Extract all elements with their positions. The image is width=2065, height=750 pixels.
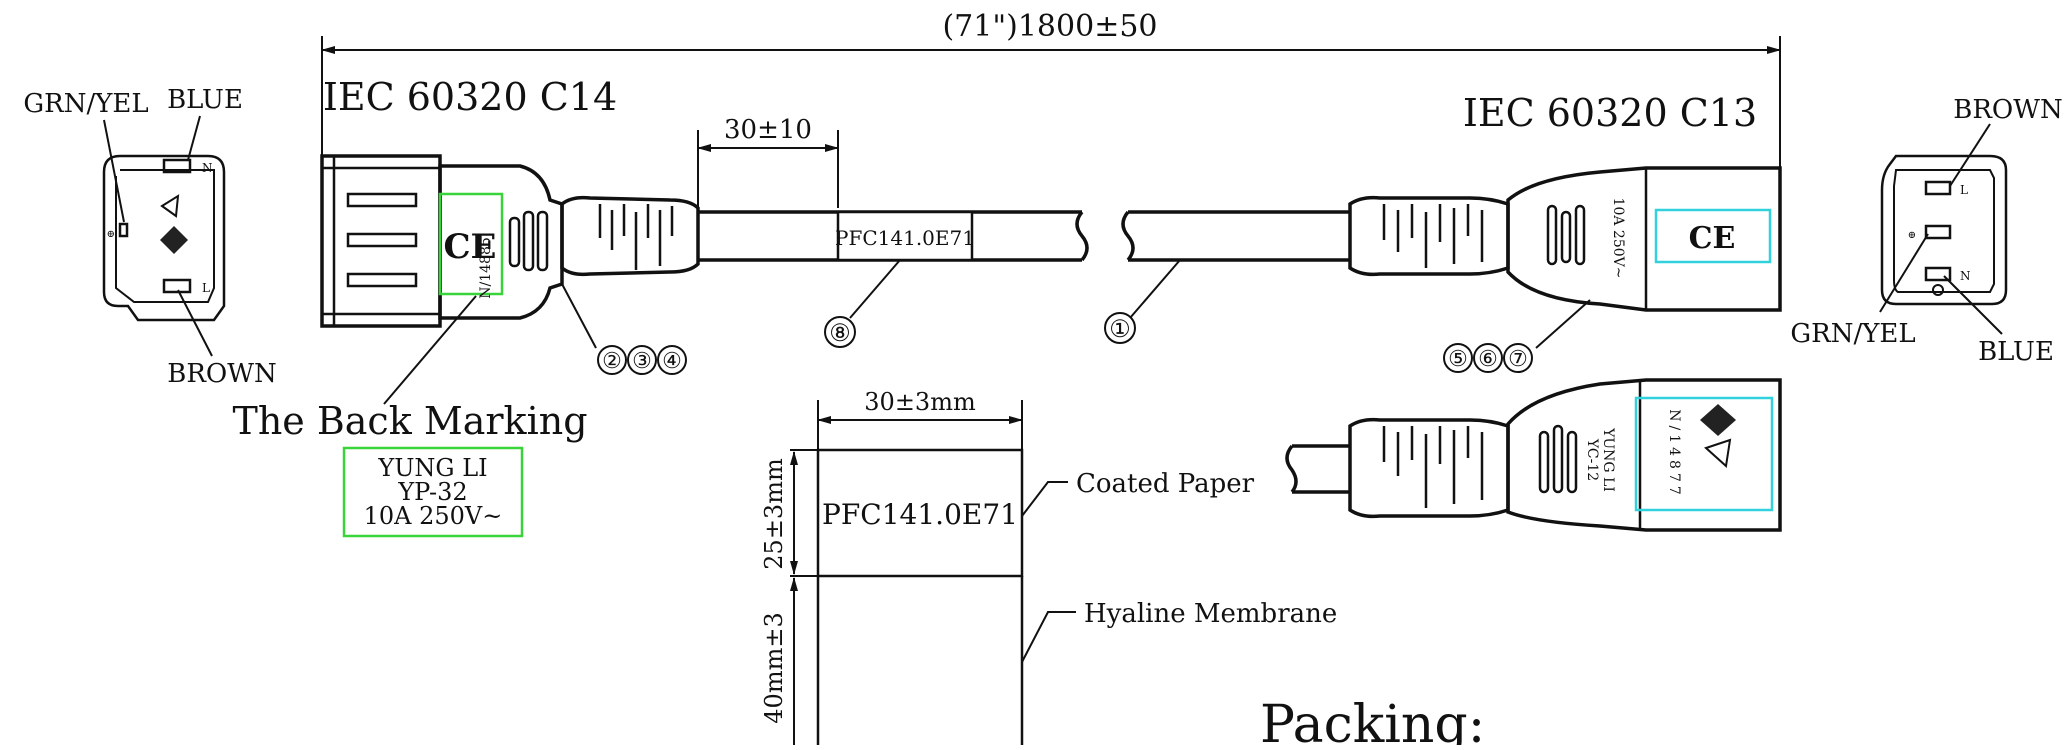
c14-face-view: ⊕ N L GRN/YEL BLUE BROWN (23, 85, 276, 389)
c14-title: IEC 60320 C14 (323, 75, 617, 119)
c13-live-socket (1924, 180, 1952, 196)
label-detail: 30±3mm PFC141.0E71 25±3mm 40mm±3 Coated … (760, 388, 1337, 745)
c14-cert-triangle-icon (160, 194, 180, 218)
c14-neutral-pin (162, 158, 192, 174)
c13-live-label: BROWN (1953, 95, 2062, 125)
part-6: ⑥ (1478, 347, 1498, 372)
part-7: ⑦ (1508, 347, 1528, 372)
part-5: ⑤ (1448, 347, 1468, 372)
hyaline-membrane-callout: Hyaline Membrane (1084, 599, 1337, 629)
part-4: ④ (662, 349, 682, 374)
back-marking-caption: The Back Marking (232, 399, 587, 443)
c13-ce-mark: CE (1689, 221, 1736, 256)
part-2: ② (602, 349, 622, 374)
c14-parts: ② ③ ④ (597, 345, 687, 375)
c13-cert-triangle-icon (1704, 438, 1732, 468)
label-height-label: 25±3mm (760, 458, 788, 570)
packing-title: Packing: (1260, 695, 1485, 745)
part-1: ① (1109, 315, 1131, 343)
c14-live-pin (162, 278, 192, 294)
c13-ground-socket (1924, 224, 1952, 240)
c13-ccc-mark-icon (1700, 404, 1736, 436)
overall-length-label: (71")1800±50 (942, 9, 1157, 44)
c14-ce-mark: CE (444, 227, 497, 267)
coated-paper-label (816, 448, 1024, 578)
c13-n-mark: N (1960, 269, 1971, 283)
strip-length-label: 30±10 (724, 115, 812, 145)
c13-marking-window (1654, 208, 1772, 264)
c13-title: IEC 60320 C13 (1463, 91, 1757, 135)
back-marking-box (342, 446, 524, 538)
label-width-label: 30±3mm (864, 388, 976, 416)
c13-plug: IEC 60320 C13 10A 250V~ CE (1348, 91, 1782, 349)
c14-live-label: BROWN (167, 359, 276, 389)
c13-l-mark: L (1960, 183, 1968, 197)
svg-text:⊕: ⊕ (107, 229, 115, 240)
back-marking-line-3: 10A 250V~ (364, 502, 503, 530)
c13-back-view: YUNG LI YC-12 N/14877 (1285, 378, 1782, 532)
c14-marking-window (438, 192, 504, 296)
c13-parts: ⑤ ⑥ ⑦ (1443, 343, 1533, 373)
c13-neutral-socket (1924, 266, 1952, 282)
c13-back-marking-window (1634, 396, 1774, 512)
c13-rating-mark: 10A 250V~ (1610, 198, 1626, 279)
overall-dimension: (71")1800±50 (321, 9, 1781, 220)
part-8: ⑧ (829, 319, 851, 347)
c13-cert-mark: N/14877 (1666, 409, 1682, 499)
back-marking-line-1: YUNG LI (377, 454, 487, 482)
label-text: PFC141.0E71 (822, 498, 1018, 531)
c14-l-mark: L (202, 281, 210, 295)
cable-sleeve-text: PFC141.0E71 (835, 226, 975, 250)
c14-cert-mark: N/14885 (478, 237, 494, 299)
part-3: ③ (632, 349, 652, 374)
c13-brand-mark: YUNG LI (1600, 427, 1616, 492)
cable-sleeve (836, 210, 974, 262)
svg-text:⊕: ⊕ (1908, 230, 1916, 241)
back-marking-line-2: YP-32 (397, 478, 467, 506)
c14-ground-label: GRN/YEL (23, 89, 148, 119)
c13-ground-label: GRN/YEL (1790, 319, 1915, 349)
c13-face-view: L ⊕ N BROWN GRN/YEL BLUE (1790, 95, 2062, 367)
cable: PFC141.0E71 ⑧ ① 30±10 (697, 115, 1350, 348)
back-marking: The Back Marking YUNG LI YP-32 10A 250V~ (232, 295, 588, 538)
c14-ccc-mark-icon (160, 226, 188, 254)
coated-paper-callout: Coated Paper (1076, 469, 1255, 499)
c14-plug: IEC 60320 C14 CE N/14885 (320, 75, 700, 349)
c14-n-mark: N (202, 161, 213, 175)
c13-neutral-label: BLUE (1978, 337, 2054, 367)
c14-neutral-label: BLUE (167, 85, 243, 115)
membrane-height-label: 40mm±3 (760, 612, 788, 723)
c14-ground-pin (118, 222, 129, 238)
c13-model-mark: YC-12 (1584, 438, 1600, 481)
